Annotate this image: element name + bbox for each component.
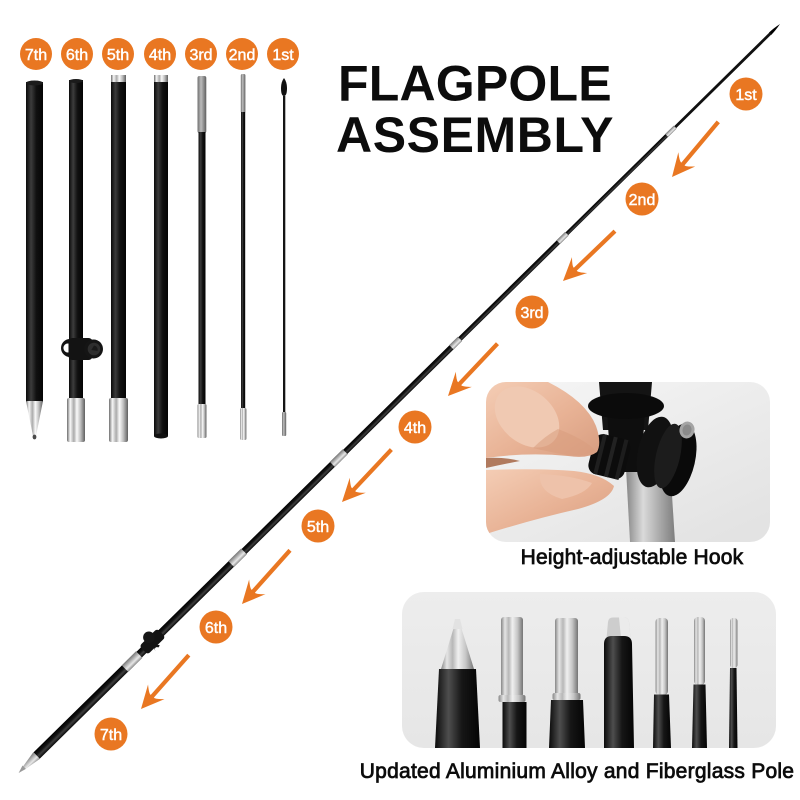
svg-text:4th: 4th xyxy=(404,420,426,437)
svg-text:7th: 7th xyxy=(100,727,122,744)
svg-text:2nd: 2nd xyxy=(629,192,656,209)
svg-text:4th: 4th xyxy=(149,47,171,64)
svg-text:1st: 1st xyxy=(735,87,757,104)
svg-text:7th: 7th xyxy=(25,47,47,64)
svg-text:ASSEMBLY: ASSEMBLY xyxy=(336,107,614,163)
svg-text:6th: 6th xyxy=(205,620,227,637)
svg-text:1st: 1st xyxy=(272,47,294,64)
svg-text:3rd: 3rd xyxy=(189,47,212,64)
svg-text:6th: 6th xyxy=(66,47,88,64)
svg-text:3rd: 3rd xyxy=(520,305,543,322)
svg-text:5th: 5th xyxy=(307,519,329,536)
svg-text:5th: 5th xyxy=(107,47,129,64)
svg-text:Height-adjustable Hook: Height-adjustable Hook xyxy=(521,546,744,569)
svg-text:FLAGPOLE: FLAGPOLE xyxy=(338,56,612,112)
svg-text:Updated Aluminium Alloy and Fi: Updated Aluminium Alloy and Fiberglass P… xyxy=(360,760,794,783)
svg-text:2nd: 2nd xyxy=(229,47,256,64)
